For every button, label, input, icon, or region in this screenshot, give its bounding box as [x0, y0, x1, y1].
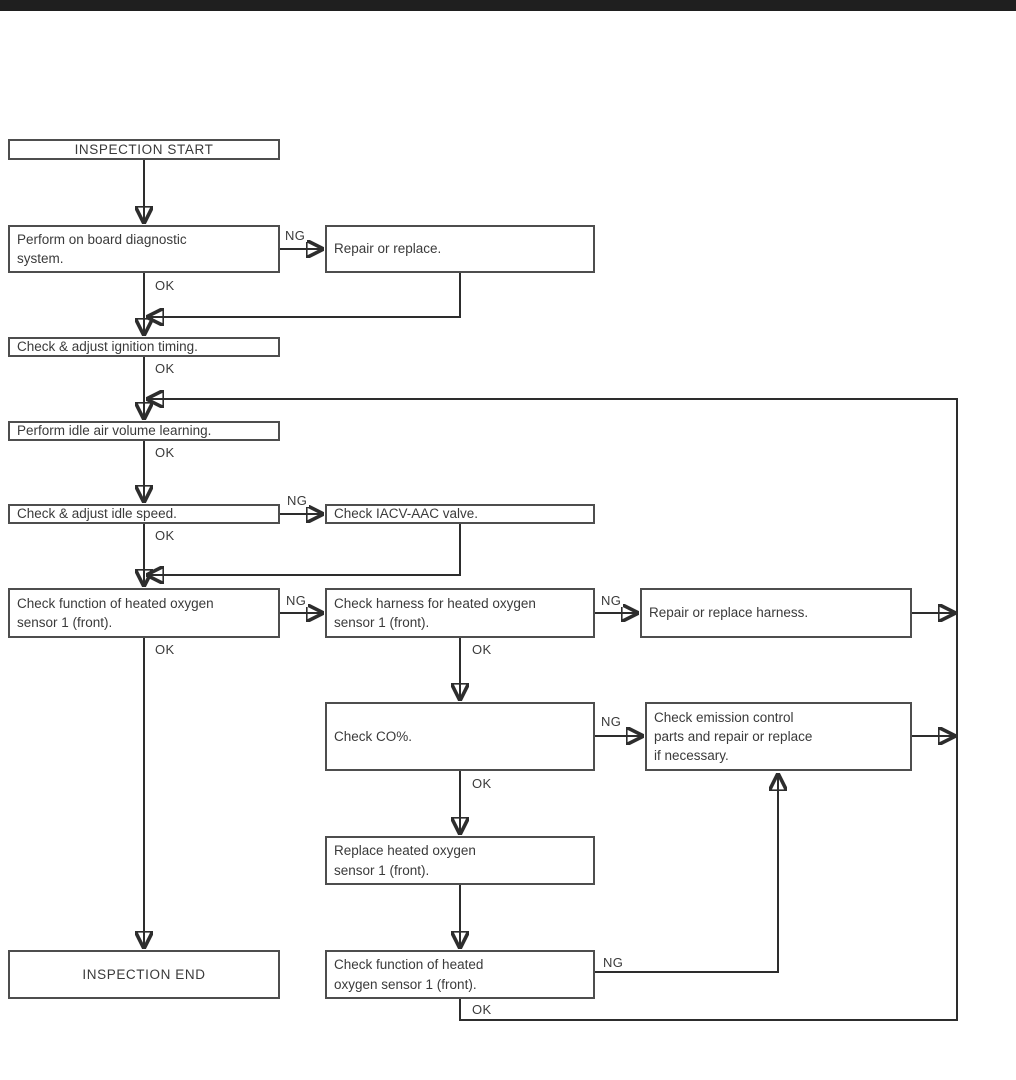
edge-label-ok-idlespeed: OK [153, 528, 177, 543]
node-replace-o2-sensor: Replace heated oxygen sensor 1 (front). [325, 836, 595, 885]
edge-label-ok-o2check2: OK [470, 1002, 494, 1017]
edge-label-ng-co: NG [599, 714, 624, 729]
node-check-emission-control: Check emission control parts and repair … [645, 702, 912, 771]
edge-label-ok-obd: OK [153, 278, 177, 293]
node-check-ignition-timing: Check & adjust ignition timing. [8, 337, 280, 357]
node-check-co: Check CO%. [325, 702, 595, 771]
edge-label-ok-harness: OK [470, 642, 494, 657]
node-repair-harness: Repair or replace harness. [640, 588, 912, 638]
edge-iacv-return [148, 524, 461, 575]
node-inspection-start: INSPECTION START [8, 139, 280, 160]
node-check-o2-function-1: Check function of heated oxygen sensor 1… [8, 588, 280, 638]
node-check-o2-harness: Check harness for heated oxygen sensor 1… [325, 588, 595, 638]
node-perform-obd: Perform on board diagnostic system. [8, 225, 280, 273]
edge-label-ng-harness: NG [599, 593, 624, 608]
node-perform-idle-air-volume: Perform idle air volume learning. [8, 421, 280, 441]
edge-label-ng-idlespeed: NG [285, 493, 310, 508]
edge-label-ng-o2check: NG [284, 593, 309, 608]
edge-label-ok-o2check: OK [153, 642, 177, 657]
edge-label-ok-idleair: OK [153, 445, 177, 460]
node-check-iacv-aac-valve: Check IACV-AAC valve. [325, 504, 595, 524]
edge-repair-return [148, 273, 461, 317]
edge-label-ng-o2check2: NG [601, 955, 626, 970]
edge-label-ng-obd: NG [283, 228, 308, 243]
node-repair-or-replace: Repair or replace. [325, 225, 595, 273]
edge-label-ok-ignition: OK [153, 361, 177, 376]
node-check-idle-speed: Check & adjust idle speed. [8, 504, 280, 524]
edge-label-ok-co: OK [470, 776, 494, 791]
node-inspection-end: INSPECTION END [8, 950, 280, 999]
top-border-bar [0, 0, 1016, 11]
node-check-o2-function-2: Check function of heated oxygen sensor 1… [325, 950, 595, 999]
edge-o2check2-ng-to-emission [595, 775, 778, 973]
edge-o2check2-ok-rail-return [148, 399, 958, 1021]
